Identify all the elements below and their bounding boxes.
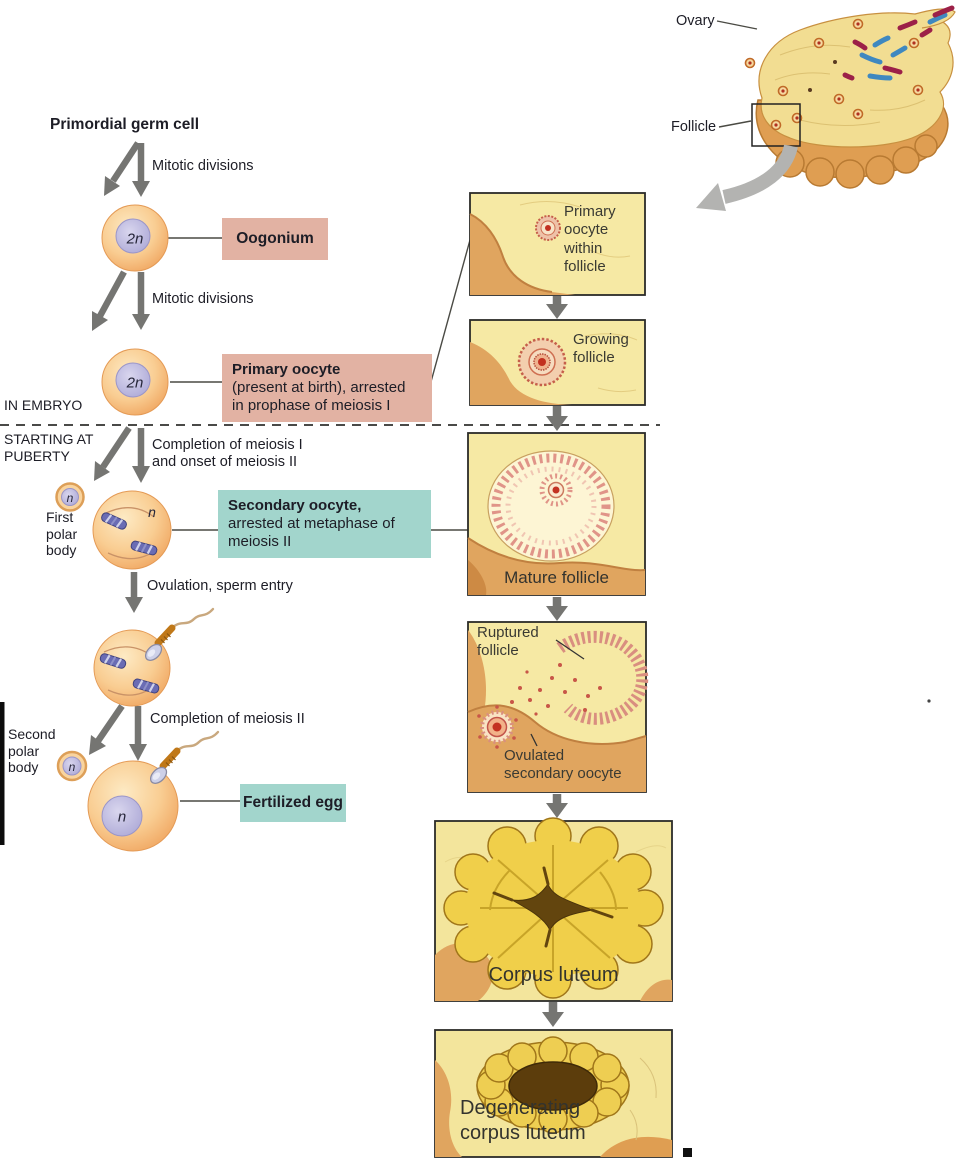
ovulation-debris [510,663,602,716]
print-mark-dot [927,699,931,703]
oogonium-callout-box: Oogonium [222,218,328,260]
panel-ruptured-follicle [467,621,649,793]
secondary-oocyte-callout-desc: arrested at metaphase of meiosis II [228,515,395,550]
panel-growing-follicle [469,319,646,406]
panel-label-mature-follicle: Mature follicle [504,568,609,587]
starting-at-puberty-label: STARTING AT PUBERTY [4,431,94,464]
fertilized-egg-cell [87,732,218,852]
secondary-oocyte-callout-title: Secondary oocyte, [228,497,362,514]
secondary-oocyte-cell [92,490,172,570]
oogonium-cell [101,204,169,272]
second-polar-body-label: Second polar body [8,726,56,776]
primary-oocyte-callout-desc: (present at birth), arrested in prophase… [232,379,406,414]
panel-label-ruptured-follicle: Ruptured follicle [477,624,539,660]
second-polar-body-cell [56,750,88,782]
ovulation-label: Ovulation, sperm entry [147,578,293,594]
ovary-illustration [696,5,956,211]
first-polar-body-label: First polar body [46,509,78,559]
oogonium-callout-label: Oogonium [236,229,314,247]
first-polar-body-cell [55,482,85,512]
panel-corpus-luteum [434,817,673,1002]
print-mark-square [683,1148,692,1157]
follicle-highlight-box [751,103,801,147]
ovary-label: Ovary [676,13,715,29]
panel-label-primary-oocyte-within-follicle: Primary oocyte within follicle [564,203,616,275]
primary-oocyte-callout-title: Primary oocyte [232,361,341,378]
primary-oocyte-cell [101,348,169,416]
in-embryo-label: IN EMBRYO [4,397,83,413]
primary-oocyte-ploidy: 2n [126,374,144,392]
margin-bar [0,702,5,845]
flow-arrows [89,141,150,761]
panel-label-ovulated-secondary-oocyte: Ovulated secondary oocyte [504,747,622,783]
mitotic-divisions-label-1: Mitotic divisions [152,158,254,174]
secondary-oocyte-callout-box: Secondary oocyte, arrested at metaphase … [218,490,431,558]
panel-arrows [542,296,568,1027]
primary-oocyte-callout-box: Primary oocyte (present at birth), arres… [222,354,432,422]
ovary-vessels-red [842,5,955,81]
connector-lines [168,20,758,802]
ovary-vessels-blue [859,12,948,81]
panel-label-growing-follicle: Growing follicle [573,331,629,367]
panel-mature-follicle [467,432,646,596]
meiosis-1-label: Completion of meiosis I and onset of mei… [152,437,303,471]
oogonium-ploidy: 2n [126,230,144,248]
sperm-entry-cell [93,609,213,707]
ovary-follicle-specks [744,18,924,131]
follicle-label: Follicle [671,119,717,135]
panel-label-corpus-luteum: Corpus luteum [488,964,619,986]
secondary-oocyte-ploidy: n [148,504,156,520]
second-polar-body-ploidy: n [68,760,76,774]
first-polar-body-ploidy: n [66,491,74,505]
panel-label-degenerating-corpus-luteum: Degenerating corpus luteum [460,1097,586,1144]
primordial-germ-cell-label: Primordial germ cell [50,116,200,133]
fertilized-egg-callout-box: Fertilized egg [240,784,346,822]
fertilized-egg-ploidy: n [117,808,127,826]
mitotic-divisions-label-2: Mitotic divisions [152,291,254,307]
sperm-icon [148,732,218,786]
panel-degenerating-corpus-luteum [434,1029,673,1158]
meiosis-2-label: Completion of meiosis II [150,711,305,727]
fertilized-egg-callout-label: Fertilized egg [243,793,343,811]
panel-primary-oocyte-within-follicle [469,192,646,296]
zoom-arrow [722,144,798,204]
